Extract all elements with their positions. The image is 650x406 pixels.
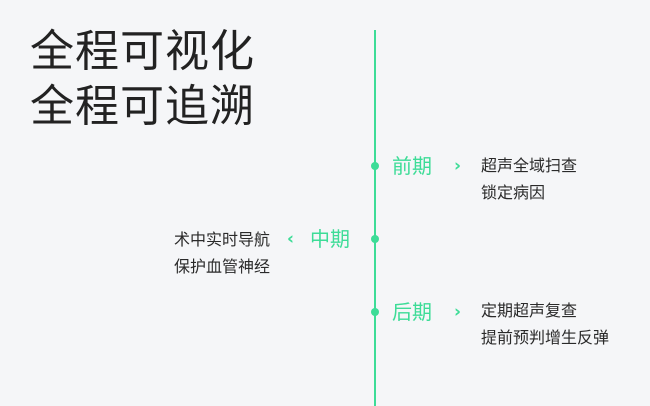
headline-line-1: 全程可视化 (30, 26, 255, 77)
phase-desc-early: 超声全域扫查 锁定病因 (481, 152, 577, 206)
chevron-right-icon: › (454, 156, 462, 176)
headline: 全程可视化 全程可追溯 (30, 24, 255, 134)
phase-label-early: 前期 (392, 154, 432, 178)
timeline-dot-late (371, 308, 379, 316)
timeline-dot-mid (371, 235, 379, 243)
chevron-left-icon: ‹ (287, 229, 295, 249)
phase-desc-line: 保护血管神经 (173, 257, 270, 276)
phase-desc-late: 定期超声复查 提前预判增生反弹 (481, 297, 609, 351)
phase-label-late: 后期 (392, 300, 432, 324)
phase-desc-line: 提前预判增生反弹 (481, 328, 610, 347)
timeline-axis (374, 30, 376, 406)
phase-desc-line: 超声全域扫查 (481, 156, 578, 175)
phase-desc-line: 术中实时导航 (173, 230, 270, 249)
chevron-right-icon: › (454, 302, 462, 322)
headline-line-2: 全程可追溯 (30, 81, 255, 132)
phase-desc-line: 锁定病因 (481, 183, 546, 202)
timeline-dot-early (371, 162, 379, 170)
phase-desc-line: 定期超声复查 (481, 301, 578, 320)
phase-label-mid: 中期 (310, 227, 350, 251)
phase-desc-mid: 术中实时导航 保护血管神经 (174, 226, 270, 280)
